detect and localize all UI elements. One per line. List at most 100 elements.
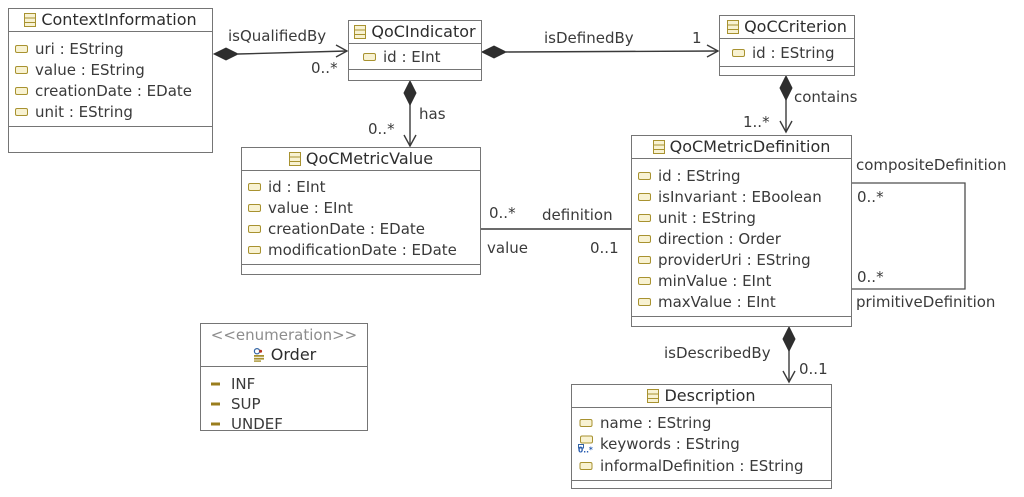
attribute-label: direction : Order [658, 229, 781, 248]
attribute-label: isInvariant : EBoolean [658, 187, 822, 206]
attribute-label: value : EInt [268, 198, 353, 217]
operations-compartment [720, 67, 854, 75]
class-header: QoCMetricValue [242, 148, 480, 171]
eattribute-multi-icon: 0..* [578, 435, 593, 455]
enum-stereotype: <<enumeration>> [210, 326, 358, 344]
edge-label-contains: contains [794, 88, 858, 106]
eattribute-icon [248, 224, 261, 233]
class-qoccriterion[interactable]: QoCCriterion id : EString [719, 15, 855, 76]
attribute-row: value : EString [15, 59, 208, 80]
edge-label-isqualifiedby: isQualifiedBy [228, 27, 327, 45]
eenumliteral-icon [211, 382, 221, 386]
enum-literal-row: SUP [211, 394, 363, 414]
attribute-label: name : EString [600, 413, 712, 432]
class-qocmetricdefinition[interactable]: QoCMetricDefinition id : EString isInvar… [631, 135, 852, 327]
edge-multiplicity-has: 0..* [368, 120, 395, 138]
eattribute-icon [638, 234, 651, 243]
eattribute-icon [363, 52, 376, 61]
operations-compartment [572, 481, 831, 488]
class-title: ContextInformation [41, 10, 197, 29]
eclass-icon [24, 12, 37, 27]
operations-compartment [9, 127, 212, 152]
eattribute-icon [638, 297, 651, 306]
eattribute-icon [248, 245, 261, 254]
attribute-label: creationDate : EDate [35, 81, 193, 100]
enum-literal-label: SUP [231, 395, 261, 413]
edge-multiplicity-isdefinedby: 1 [692, 29, 702, 47]
attribute-label: unit : EString [658, 208, 756, 227]
class-title: QoCCriterion [744, 17, 847, 36]
eattribute-icon [15, 44, 28, 53]
edge-self-reference[interactable] [852, 182, 966, 290]
attribute-row: uri : EString [15, 38, 208, 59]
eattribute-icon [15, 86, 28, 95]
edge-label-isdefinedby: isDefinedBy [544, 29, 634, 47]
eenumliteral-icon [211, 422, 221, 426]
edge-multiplicity-compositedefinition: 0..* [857, 188, 884, 206]
attribute-row: creationDate : EDate [248, 218, 476, 239]
attribute-label: modificationDate : EDate [268, 240, 457, 259]
attribute-row: value : EInt [248, 197, 476, 218]
attribute-row: unit : EString [638, 207, 847, 228]
edge-multiplicity-value: 0..1 [590, 239, 619, 257]
edge-isdescribedby[interactable] [782, 325, 796, 384]
attribute-row: providerUri : EString [638, 249, 847, 270]
attribute-label: minValue : EInt [658, 271, 772, 290]
class-title: Description [664, 386, 756, 405]
enum-literal-row: INF [211, 374, 363, 394]
eattribute-icon [638, 276, 651, 285]
attribute-label: providerUri : EString [658, 250, 811, 269]
class-title: QoCMetricValue [305, 149, 434, 168]
enum-order[interactable]: <<enumeration>> Order INF [200, 323, 368, 433]
eattribute-icon [248, 203, 261, 212]
attribute-row: id : EInt [248, 176, 476, 197]
attribute-row: 0..* keywords : EString [578, 433, 827, 455]
attribute-row: maxValue : EInt [638, 291, 847, 312]
eattribute-icon [638, 213, 651, 222]
class-header: QoCIndicator [349, 21, 481, 44]
edge-multiplicity-isdescribedby: 0..1 [799, 360, 828, 378]
attribute-row: unit : EString [15, 101, 208, 122]
eattribute-icon [578, 461, 593, 470]
eenumliteral-icon [211, 402, 221, 406]
eattribute-icon [638, 171, 651, 180]
enum-title-label: Order [270, 345, 317, 364]
class-qocmetricvalue[interactable]: QoCMetricValue id : EInt value : EInt cr… [241, 147, 481, 275]
multiplicity-badge: 0..* [578, 446, 593, 455]
edge-multiplicity-contains: 1..* [743, 113, 770, 131]
attribute-row: name : EString [578, 412, 827, 433]
eattribute-icon [638, 192, 651, 201]
edge-label-compositedefinition: compositeDefinition [856, 156, 1007, 174]
class-qocindicator[interactable]: QoCIndicator id : EInt [348, 20, 482, 81]
class-description[interactable]: Description name : EString 0..* keywords… [571, 384, 832, 489]
edge-isdefinedby[interactable] [480, 44, 720, 59]
eclass-icon [727, 19, 740, 34]
eclass-icon [647, 388, 660, 403]
attribute-row: minValue : EInt [638, 270, 847, 291]
attribute-row: informalDefinition : EString [578, 455, 827, 476]
attribute-row: creationDate : EDate [15, 80, 208, 101]
attribute-label: id : EString [752, 43, 835, 62]
eclass-icon [652, 139, 665, 154]
attribute-row: direction : Order [638, 228, 847, 249]
class-contextinformation[interactable]: ContextInformation uri : EString value :… [8, 8, 213, 153]
edge-label-primitivedefinition: primitiveDefinition [856, 293, 996, 311]
edge-contains[interactable] [779, 74, 793, 134]
eattribute-icon [732, 48, 745, 57]
edge-has[interactable] [403, 79, 417, 148]
edge-multiplicity-isqualifiedby: 0..* [311, 59, 338, 77]
edge-isqualifiedby[interactable] [212, 44, 349, 61]
eclass-icon [288, 151, 301, 166]
class-title: QoCMetricDefinition [669, 137, 831, 156]
attribute-label: maxValue : EInt [658, 292, 776, 311]
eattribute-icon [15, 107, 28, 116]
attribute-label: id : EInt [268, 177, 326, 196]
attribute-row: id : EInt [363, 46, 477, 67]
enum-literals: INF SUP UNDEF [201, 367, 367, 438]
operations-compartment [242, 265, 480, 274]
attribute-label: keywords : EString [600, 435, 740, 453]
edge-label-isdescribedby: isDescribedBy [664, 344, 771, 362]
class-header: Description [572, 385, 831, 408]
